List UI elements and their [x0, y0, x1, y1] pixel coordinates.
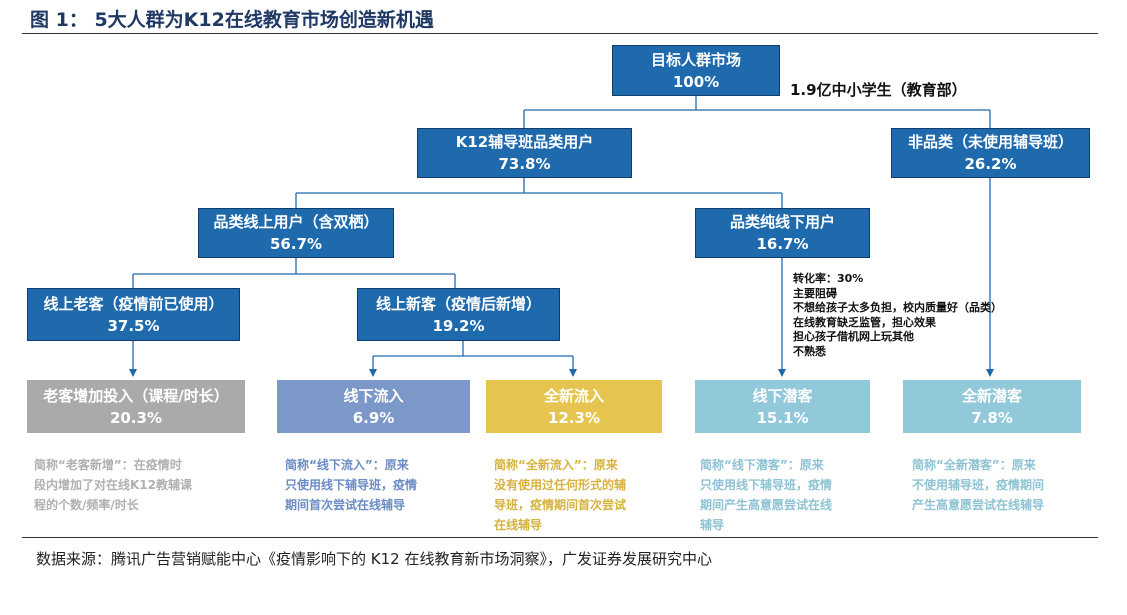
note-offline-potential: 简称“线下潜客”：原来 只使用线下辅导班，疫情 期间产生高意愿尝试在线 辅导 [700, 458, 833, 532]
node-value: 7.8% [971, 408, 1013, 427]
note-brand-new-potential: 简称“全新潜客”：原来 不使用辅导班，疫情期间 产生高意愿尝试在线辅导 [912, 458, 1045, 512]
node-online-users: 品类线上用户（含双栖） 56.7% [198, 208, 394, 258]
node-label: 目标人群市场 [650, 50, 741, 69]
node-value: 73.8% [498, 155, 551, 173]
node-label: 线下流入 [343, 386, 404, 405]
node-label: 品类纯线下用户 [729, 213, 835, 231]
node-value: 26.2% [964, 155, 1017, 173]
node-root: 目标人群市场 100% [612, 45, 780, 96]
data-source: 数据来源：腾讯广告营销赋能中心《疫情影响下的 K12 在线教育新市场洞察》，广发… [36, 550, 712, 568]
node-label: 非品类（未使用辅导班） [907, 133, 1073, 151]
node-brand-new-inflow: 全新流入 12.3% [486, 380, 662, 433]
node-old-customers-increase: 老客增加投入（课程/时长） 20.3% [27, 380, 245, 433]
node-label: 全新潜客 [961, 386, 1022, 405]
node-value: 15.1% [756, 408, 809, 427]
node-label: K12辅导班品类用户 [455, 133, 594, 151]
node-new-online-customers: 线上新客（疫情后新增） 19.2% [357, 288, 560, 341]
node-non-category: 非品类（未使用辅导班） 26.2% [891, 128, 1090, 178]
node-label: 线上老客（疫情前已使用） [43, 294, 224, 313]
figure-title: 图 1： 5大人群为K12在线教育市场创造新机遇 [30, 9, 434, 31]
node-value: 100% [672, 72, 720, 91]
node-label: 线下潜客 [752, 386, 813, 405]
node-offline-only-users: 品类纯线下用户 16.7% [695, 208, 870, 258]
root-annotation: 1.9亿中小学生（教育部） [790, 81, 967, 99]
bottom-divider [22, 537, 1098, 538]
node-value: 6.9% [352, 408, 395, 427]
node-offline-potential: 线下潜客 15.1% [695, 380, 870, 433]
note-old-customers: 简称“老客新增”：在疫情时 段内增加了对在线K12教辅课 程的个数/频率/时长 [34, 458, 192, 512]
node-label: 线上新客（疫情后新增） [375, 294, 541, 313]
node-value: 16.7% [756, 235, 809, 253]
note-brand-new-inflow: 简称“全新流入”：原来 没有使用过任何形式的辅 导班，疫情期间首次尝试 在线辅导 [494, 458, 627, 532]
node-value: 19.2% [432, 316, 485, 335]
node-label: 全新流入 [543, 386, 604, 405]
conversion-barriers-text: 转化率：30% 主要阻碍 不想给孩子太多负担，校内质量好（品类） 在线教育缺乏监… [793, 272, 1002, 358]
node-offline-inflow: 线下流入 6.9% [277, 380, 470, 433]
node-value: 37.5% [107, 316, 160, 335]
node-value: 56.7% [269, 235, 323, 253]
node-value: 12.3% [547, 408, 601, 427]
node-old-online-customers: 线上老客（疫情前已使用） 37.5% [27, 288, 240, 341]
node-label: 品类线上用户（含双栖） [213, 213, 379, 231]
node-k12-category-users: K12辅导班品类用户 73.8% [417, 128, 632, 178]
node-value: 20.3% [109, 408, 163, 427]
node-brand-new-potential: 全新潜客 7.8% [903, 380, 1081, 433]
note-offline-inflow: 简称“线下流入”：原来 只使用线下辅导班，疫情 期间首次尝试在线辅导 [285, 458, 418, 512]
top-divider [22, 33, 1098, 34]
node-label: 老客增加投入（课程/时长） [43, 386, 229, 405]
